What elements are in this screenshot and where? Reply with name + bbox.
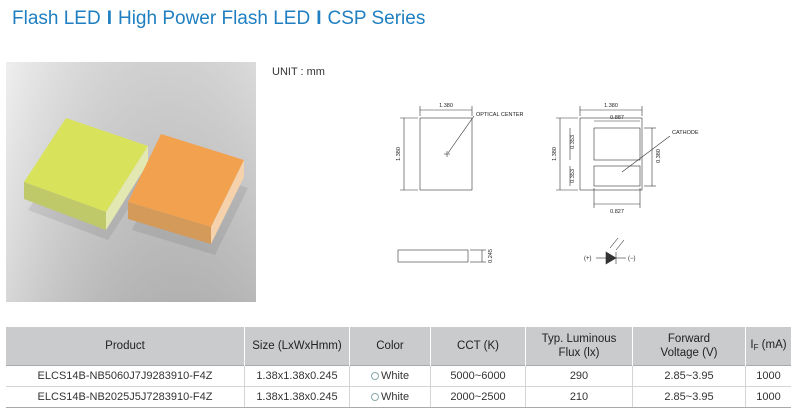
cell-flux: 290 [525,365,633,387]
dim-top-height: 1.380 [396,147,402,161]
table-header-row: Product Size (LxWxHmm) Color CCT (K) Typ… [6,327,791,366]
dim-pad-top: 0.887 [610,115,624,121]
cell-vf: 2.85~3.95 [632,386,746,408]
cell-color: White [349,365,431,387]
spec-table: Product Size (LxWxHmm) Color CCT (K) Typ… [6,327,791,408]
orange-chip-top [128,134,244,227]
breadcrumb-separator: I [106,8,112,29]
dim-side-height: 0.245 [488,249,494,263]
cell-color: White [349,386,431,408]
cell-vf: 2.85~3.95 [632,365,746,387]
col-if: IF (mA) [745,327,791,366]
dim-left-lower: 0.353 [570,169,576,183]
dim-right: 0.380 [656,149,662,163]
col-product: Product [6,327,245,366]
optical-center-label: OPTICAL CENTER [476,112,523,118]
cathode-label: CATHODE [672,130,699,136]
cell-product: ELCS14B-NB2025J5J7283910-F4Z [6,386,245,408]
cell-if: 1000 [745,365,791,387]
breadcrumb-high-power: High Power Flash LED [117,8,311,29]
anode-symbol: (+) [584,256,592,262]
cell-product: ELCS14B-NB5060J7J9283910-F4Z [6,365,245,387]
cell-size: 1.38x1.38x0.245 [244,386,350,408]
product-photo [6,62,256,302]
col-color: Color [349,327,431,366]
color-radio-icon [370,393,379,402]
cell-cct: 2000~2500 [430,386,526,408]
dim-bottom-height: 1.380 [552,147,558,161]
cell-cct: 5000~6000 [430,365,526,387]
dim-pad-bottom: 0.827 [610,209,624,215]
cell-flux: 210 [525,386,633,408]
dim-bottom-width: 1.380 [604,103,618,109]
col-cct: CCT (K) [430,327,526,366]
yellow-chip-top [24,118,148,212]
color-radio-icon [370,372,379,381]
dimension-drawing: 1.380 1.380 OPTICAL CENTER 0.245 1.380 0… [370,92,700,287]
cathode-symbol: (−) [628,256,636,262]
unit-label: UNIT : mm [272,66,325,78]
breadcrumb-csp-series: CSP Series [327,8,426,29]
cell-size: 1.38x1.38x0.245 [244,365,350,387]
table-row: ELCS14B-NB2025J5J7283910-F4Z 1.38x1.38x0… [6,386,791,408]
led-chips-image [6,62,256,302]
col-size: Size (LxWxHmm) [244,327,350,366]
dim-left-upper: 0.353 [570,135,576,149]
cell-if: 1000 [745,386,791,408]
dim-top-width: 1.380 [439,103,453,109]
breadcrumb-flash-led: Flash LED [12,8,101,29]
table-row: ELCS14B-NB5060J7J9283910-F4Z 1.38x1.38x0… [6,365,791,387]
breadcrumb-separator: I [316,8,322,29]
